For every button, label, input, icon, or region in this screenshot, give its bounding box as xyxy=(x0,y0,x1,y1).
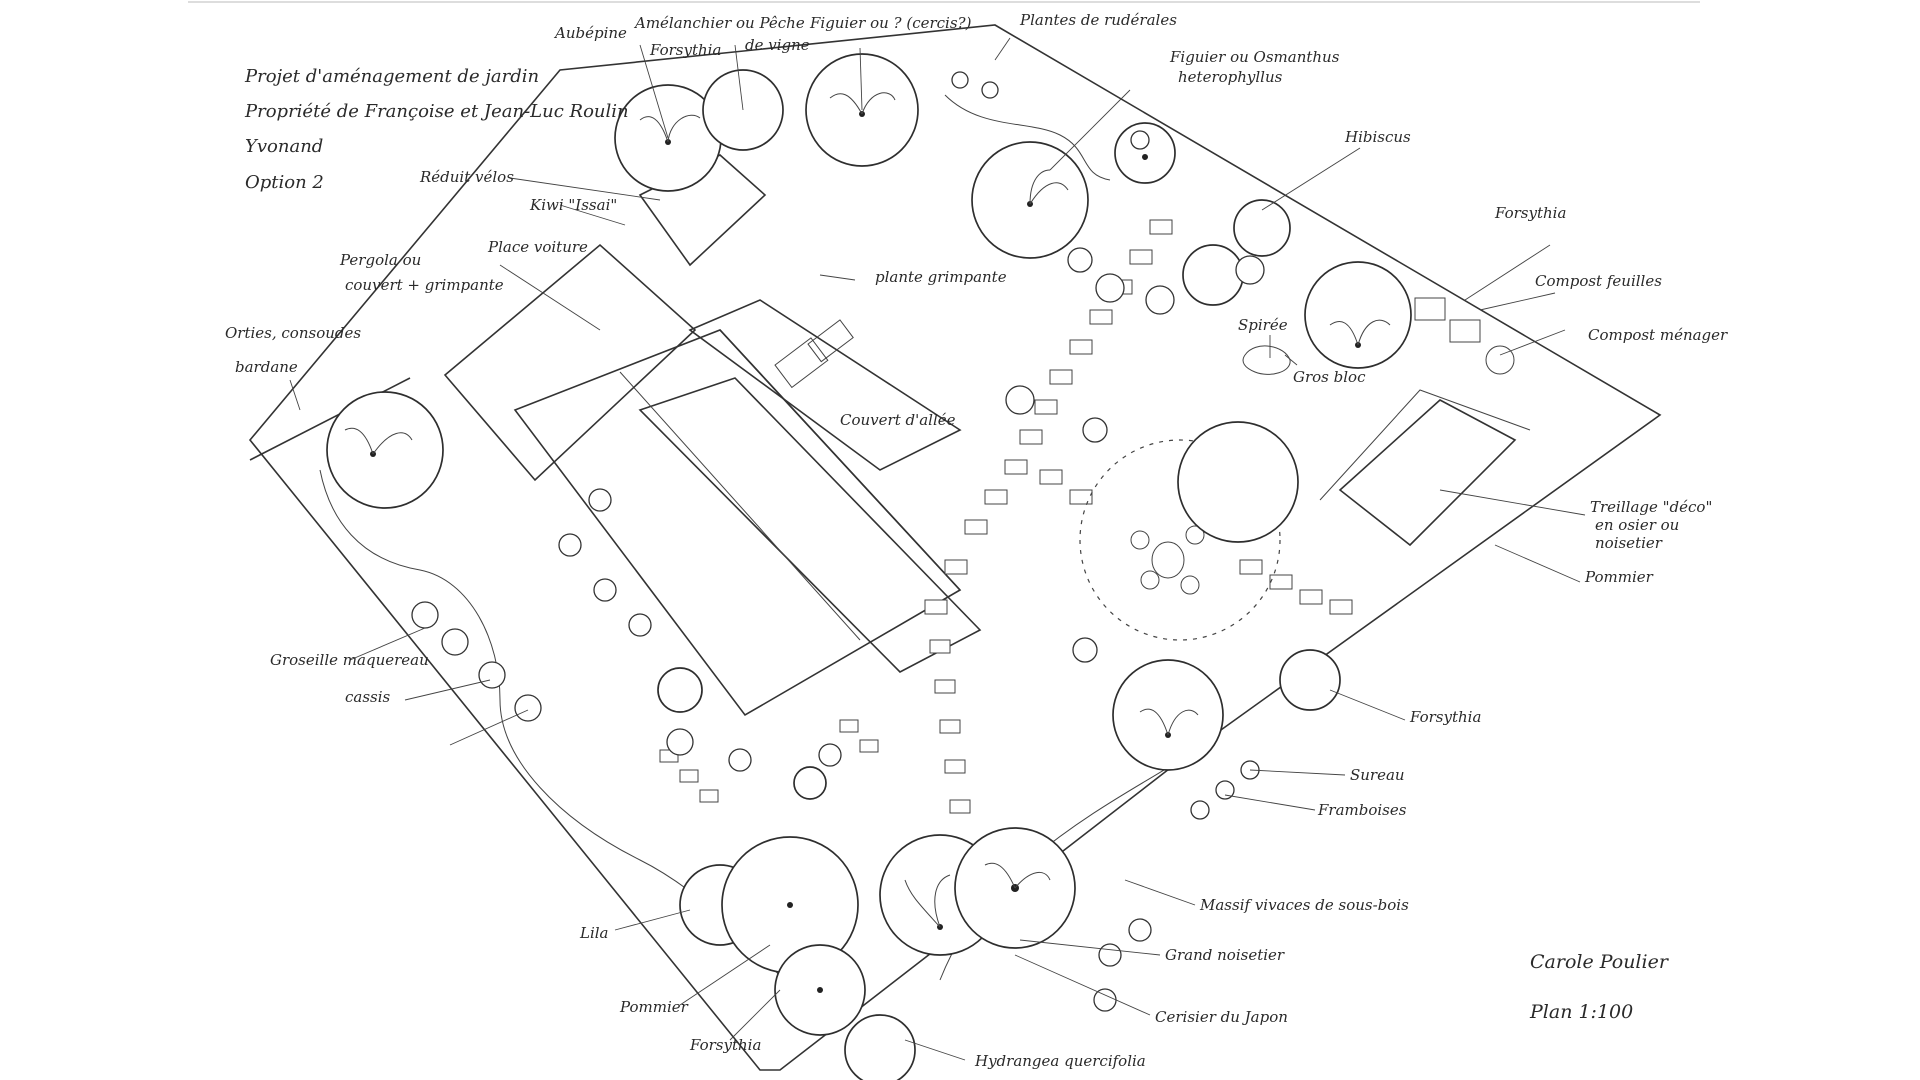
tree-spiree xyxy=(1182,244,1244,306)
title-block: Projet d'aménagement de jardin Propriété… xyxy=(244,66,629,193)
plant-labels: Aubépine Amélanchier ou Pêche Forsythia … xyxy=(225,11,1728,1070)
house xyxy=(513,329,982,717)
label-figuier-cercis: Figuier ou ? (cercis?) xyxy=(809,14,972,32)
label-aubepine: Aubépine xyxy=(553,24,627,42)
round-terrace xyxy=(1079,439,1281,641)
label-framboises: Framboises xyxy=(1317,801,1407,819)
tree-hibiscus xyxy=(1114,122,1176,184)
label-gros-bloc: Gros bloc xyxy=(1293,368,1366,386)
label-plantes-rudereales: Plantes de rudérales xyxy=(1019,11,1177,29)
label-forsythia-top: Forsythia xyxy=(649,41,721,59)
label-figuier-osmanthus: Figuier ou Osmanthus xyxy=(1169,48,1340,66)
label-cassis: cassis xyxy=(345,688,391,706)
tree-hibiscus-2 xyxy=(1233,199,1291,257)
label-spiree: Spirée xyxy=(1238,316,1288,334)
label-place-voiture: Place voiture xyxy=(487,238,588,256)
tree-orties-area xyxy=(326,391,444,509)
trees xyxy=(326,53,1412,1080)
treillage-structure xyxy=(1319,389,1531,547)
label-pergola: Pergola ou xyxy=(339,251,421,269)
tree-forsythia-mid xyxy=(1279,649,1341,711)
label-bardane: bardane xyxy=(235,358,298,376)
gros-bloc-rock xyxy=(1242,345,1291,375)
label-kiwi: Kiwi "Issai" xyxy=(529,196,617,214)
label-forsythia-mid: Forsythia xyxy=(1409,708,1481,726)
paving-path xyxy=(659,219,1353,814)
tree-hydrangea xyxy=(844,1014,916,1080)
lawn-path-top xyxy=(944,94,1111,181)
label-de-vigne: de vigne xyxy=(745,36,810,54)
leader-lines xyxy=(289,37,1586,1061)
label-treillage-2: en osier ou xyxy=(1595,516,1679,534)
label-treillage-3: noisetier xyxy=(1595,534,1663,552)
label-heterophyllus: heterophyllus xyxy=(1178,68,1283,86)
label-sureau: Sureau xyxy=(1350,766,1405,784)
pergola xyxy=(443,243,697,482)
title-line-4: Option 2 xyxy=(245,172,324,193)
title-line-1: Projet d'aménagement de jardin xyxy=(244,66,539,87)
couvert-allee xyxy=(688,299,962,471)
tree-centers xyxy=(344,92,1391,993)
title-line-2: Propriété de Françoise et Jean-Luc Rouli… xyxy=(244,101,629,122)
label-orties: Orties, consoudes xyxy=(225,324,361,342)
label-forsythia-right: Forsythia xyxy=(1494,204,1566,222)
signature-block: Carole Poulier Plan 1:100 xyxy=(1529,951,1670,1023)
label-hydrangea: Hydrangea quercifolia xyxy=(974,1052,1146,1070)
label-groseille: Groseille maquereau xyxy=(270,651,429,669)
label-couvert-allee: Couvert d'allée xyxy=(840,411,956,429)
tree-sureau xyxy=(1112,659,1224,771)
tree-pommier-terrace xyxy=(1177,421,1299,543)
author-signature: Carole Poulier xyxy=(1530,951,1670,973)
garden-furniture xyxy=(774,319,854,389)
label-plante-grimpante: plante grimpante xyxy=(875,268,1007,286)
label-compost-menager: Compost ménager xyxy=(1588,326,1728,344)
label-pommier-bottom: Pommier xyxy=(619,998,689,1016)
compost-bins xyxy=(1414,297,1515,375)
label-amelanchier: Amélanchier ou Pêche xyxy=(633,14,805,32)
shrubs xyxy=(411,71,1265,1012)
label-pommier-right: Pommier xyxy=(1584,568,1654,586)
label-treillage: Treillage "déco" xyxy=(1590,498,1712,516)
label-couvert-grimpante: couvert + grimpante xyxy=(345,276,504,294)
label-massif: Massif vivaces de sous-bois xyxy=(1199,896,1409,914)
tree-small-bottom-2 xyxy=(793,766,827,800)
plan-scale: Plan 1:100 xyxy=(1529,1001,1633,1023)
label-cerisier: Cerisier du Japon xyxy=(1155,1008,1288,1026)
label-hibiscus: Hibiscus xyxy=(1344,128,1411,146)
title-line-3: Yvonand xyxy=(245,136,323,157)
label-grand-noisetier: Grand noisetier xyxy=(1165,946,1285,964)
label-forsythia-bottom: Forsythia xyxy=(689,1036,761,1054)
label-reduit-velos: Réduit vélos xyxy=(419,168,514,186)
label-compost-feuilles: Compost feuilles xyxy=(1535,272,1662,290)
label-lila: Lila xyxy=(579,924,609,942)
tree-forsythia-right xyxy=(1304,261,1412,369)
tree-small-bottom xyxy=(657,667,703,713)
